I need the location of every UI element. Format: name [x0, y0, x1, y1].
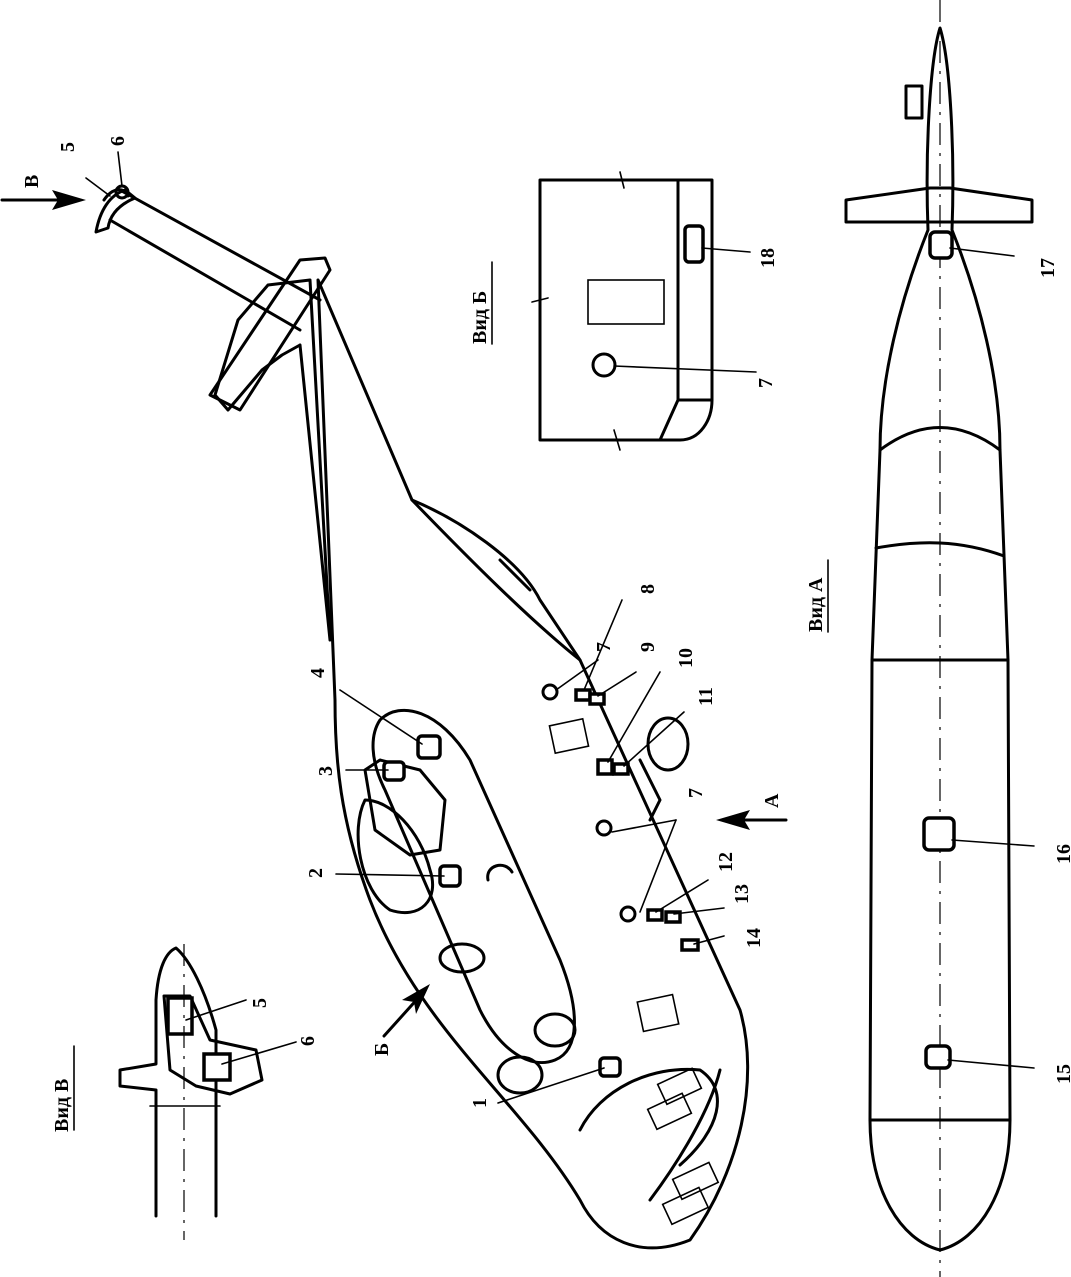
callout-8: 8	[637, 584, 659, 594]
arrow-a-head	[716, 810, 750, 830]
view-v: 5 6 Вид В	[51, 944, 319, 1240]
cockpit-window	[671, 1161, 720, 1201]
main-helicopter-view	[94, 188, 750, 1250]
hatch-1	[598, 1056, 622, 1078]
engine-housing	[371, 708, 576, 1065]
hatch-16	[922, 816, 956, 852]
view-b-title: Вид Б	[469, 291, 491, 344]
hatch-12	[646, 908, 664, 922]
service-hatches-main	[102, 184, 700, 1078]
view-a-fin	[904, 84, 924, 120]
callout-6-main: 6	[107, 136, 129, 146]
arrow-v-head	[52, 190, 86, 210]
tail-fin	[94, 188, 137, 234]
view-b-door	[587, 279, 665, 325]
view-b-frame-edge	[658, 178, 714, 442]
callout-15: 15	[1053, 1064, 1071, 1084]
view-a-title: Вид А	[805, 577, 827, 632]
view-a-fuselage	[868, 26, 1012, 1252]
view-v-fin-outline	[162, 994, 264, 1096]
callout-7-main-top: 7	[593, 642, 615, 652]
callout-16: 16	[1053, 844, 1071, 864]
arrow-b-label: Б	[371, 1043, 393, 1056]
exhaust-outlet	[438, 942, 486, 974]
view-a-stabilizer	[844, 186, 1034, 224]
hatch-13	[664, 910, 682, 924]
hatch-11	[612, 762, 630, 776]
callout-12: 12	[715, 852, 737, 872]
callout-13: 13	[731, 884, 753, 904]
hatch-7c	[619, 905, 637, 923]
leader-lines-main	[85, 151, 725, 1104]
engine-intake	[533, 1012, 577, 1048]
cockpit-window	[646, 1092, 693, 1131]
hatch-17	[928, 230, 954, 260]
cockpit-window	[656, 1067, 703, 1106]
hatch-7a	[541, 683, 559, 701]
hatch-4	[416, 734, 442, 760]
side-window	[636, 993, 680, 1033]
cockpit-window	[661, 1186, 710, 1226]
callout-7-view-b: 7	[755, 378, 777, 388]
view-arrows: В А Б	[0, 175, 788, 1056]
hatch-7-view-b	[591, 352, 617, 378]
view-b: 18 7 Вид Б	[469, 171, 779, 451]
hatch-8	[574, 688, 592, 702]
arrow-b-head	[402, 984, 430, 1014]
callout-14: 14	[743, 928, 765, 948]
tail-boom	[108, 188, 322, 332]
callout-7-main-mid: 7	[685, 788, 707, 798]
hatch-14	[680, 938, 700, 952]
view-v-title: Вид В	[51, 1079, 73, 1132]
callout-9: 9	[637, 642, 659, 652]
arrow-a-label: А	[761, 793, 783, 808]
gear-strut	[638, 758, 662, 822]
callout-5-view-v: 5	[249, 998, 271, 1008]
callout-2: 2	[305, 868, 327, 878]
callout-4: 4	[307, 668, 329, 678]
hatch-9	[588, 692, 606, 706]
hatch-15	[924, 1044, 952, 1070]
tail-fairing	[410, 498, 582, 662]
engine-intake	[496, 1055, 544, 1095]
view-v-hatch-5	[166, 996, 194, 1036]
arrow-b-shaft	[382, 994, 422, 1038]
callout-17: 17	[1037, 258, 1059, 278]
hatch-3	[382, 760, 406, 782]
hatch-7b	[595, 819, 613, 837]
cockpit-glazing	[578, 1067, 722, 1202]
callout-3: 3	[315, 766, 337, 776]
view-a: 16 15 17 Вид А	[805, 0, 1071, 1277]
side-window	[548, 717, 590, 755]
hatch-18	[683, 224, 705, 264]
callout-18: 18	[757, 248, 779, 268]
rotor-hub-fairing	[356, 798, 435, 915]
arrow-v-label: В	[21, 175, 43, 188]
callout-10: 10	[675, 648, 697, 668]
horizontal-stabilizer	[208, 256, 332, 412]
callout-5-main: 5	[57, 142, 79, 152]
hatch-10	[596, 758, 614, 776]
view-a-section-line	[874, 541, 1006, 558]
callout-6-view-v: 6	[297, 1036, 319, 1046]
callout-11: 11	[695, 687, 717, 706]
side-port	[486, 863, 514, 882]
view-v-tail	[118, 946, 218, 1218]
callout-numbers-main: 1 2 3 4 5 6 7 8 9 10 11 7 12 13 14	[57, 136, 765, 1108]
callout-1: 1	[469, 1098, 491, 1108]
view-a-section-line	[878, 426, 1002, 452]
view-v-hatch-6	[202, 1052, 232, 1082]
